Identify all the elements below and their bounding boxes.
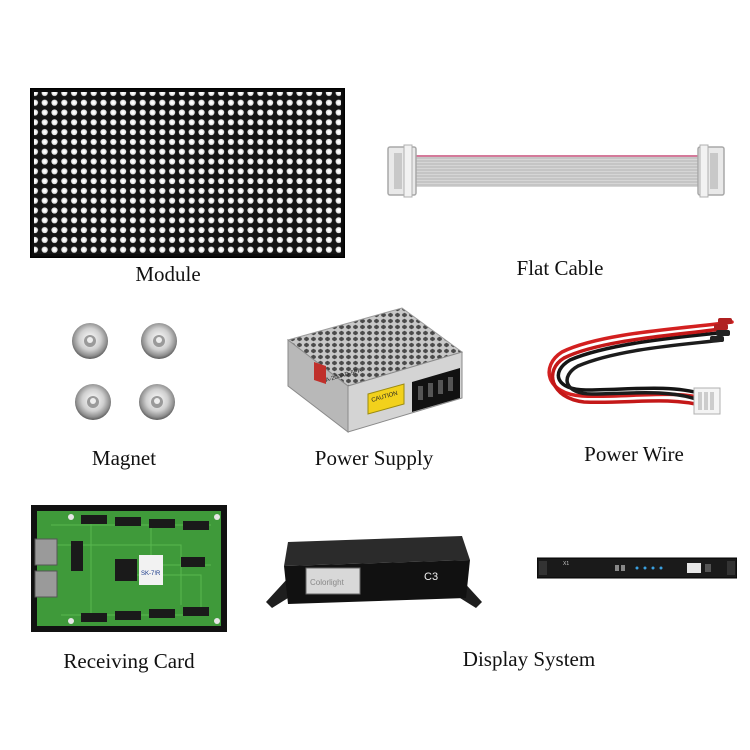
magnet-image <box>66 316 186 428</box>
receiving-card-image: SK-7!R <box>31 505 227 632</box>
module-image <box>30 88 345 258</box>
magnet-caption: Magnet <box>91 446 157 470</box>
rack-model: X1 <box>563 561 569 567</box>
flat-cable-image <box>386 143 726 199</box>
magnet-2 <box>141 323 177 359</box>
magnet-3 <box>75 384 111 420</box>
power-supply-image: A-200AD-5PA CAUTION <box>282 306 464 434</box>
card-chip-label: SK-7!R <box>141 571 161 577</box>
magnet-1 <box>72 323 108 359</box>
controller-model: C3 <box>424 571 438 583</box>
power-wire-caption: Power Wire <box>584 442 684 466</box>
module-caption: Module <box>135 262 201 286</box>
power-wire-image <box>542 314 736 426</box>
controller-box-image: Colorlight C3 <box>266 532 482 610</box>
display-system-caption: Display System <box>462 647 596 671</box>
power-supply-caption: Power Supply <box>314 446 434 470</box>
controller-brand: Colorlight <box>310 578 345 587</box>
receiving-card-caption: Receiving Card <box>63 649 195 673</box>
flat-cable-caption: Flat Cable <box>516 256 604 280</box>
rack-processor-image: X1 <box>537 556 737 580</box>
magnet-4 <box>139 384 175 420</box>
